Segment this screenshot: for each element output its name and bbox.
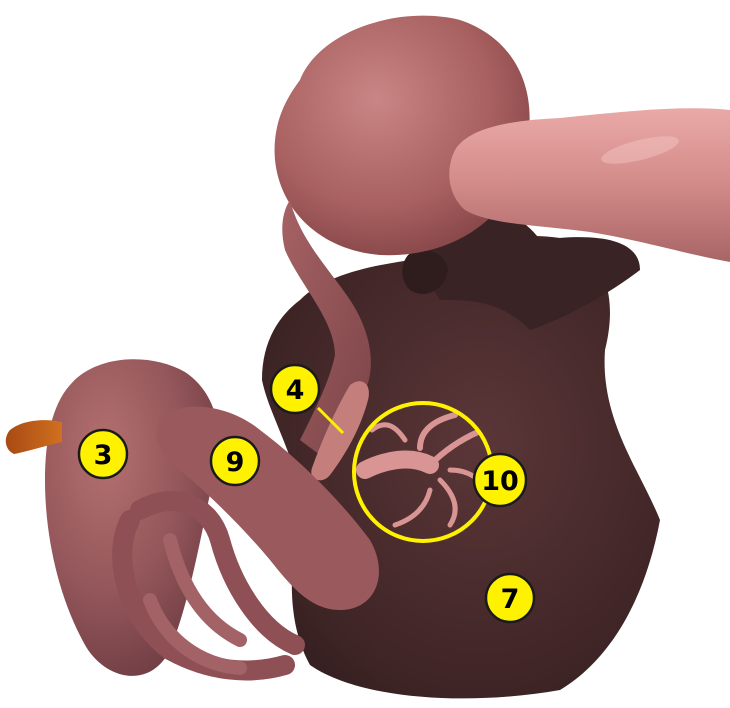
svg-text:7: 7	[501, 584, 520, 615]
marker-10: 10	[474, 454, 526, 506]
marker-4: 4	[271, 365, 319, 413]
svg-text:4: 4	[286, 375, 305, 406]
svg-text:3: 3	[94, 440, 113, 471]
marker-7: 7	[486, 574, 534, 622]
marker-3: 3	[79, 430, 127, 478]
marker-9: 9	[211, 437, 259, 485]
svg-text:9: 9	[226, 447, 245, 478]
svg-text:10: 10	[481, 466, 519, 497]
